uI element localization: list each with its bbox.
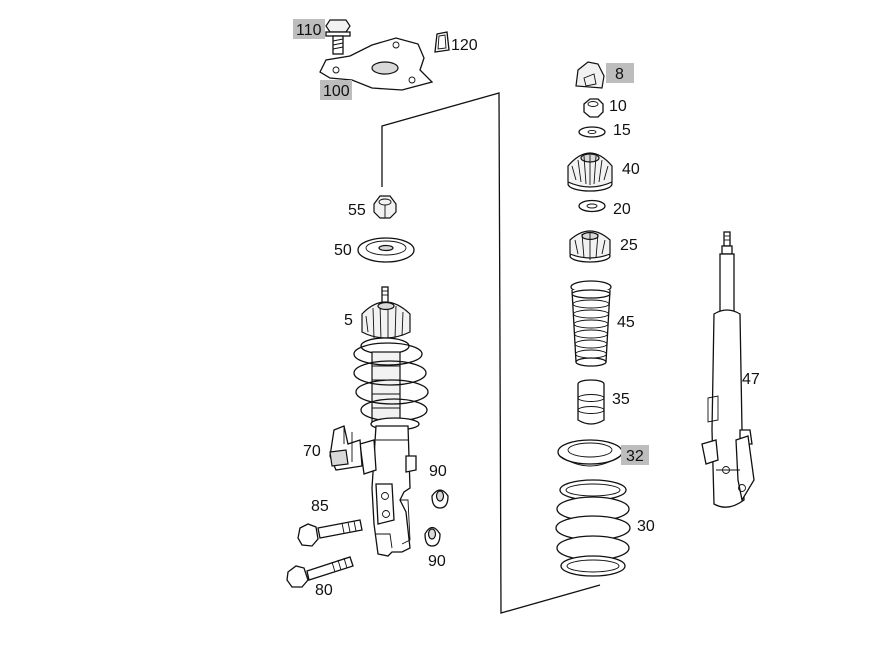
part-47-shock-absorber[interactable] (701, 231, 755, 508)
callout-32-highlight (621, 445, 649, 465)
callout-8-highlight (606, 63, 634, 83)
callout-120[interactable]: 120 (451, 37, 478, 54)
callout-55[interactable]: 55 (348, 202, 366, 219)
part-32-spring-pad[interactable] (557, 439, 623, 467)
callout-100-highlight (320, 80, 352, 100)
part-45-dust-boot[interactable] (570, 280, 612, 367)
part-40-strut-mount[interactable] (567, 152, 613, 192)
callout-110-highlight (293, 19, 325, 39)
part-100-mount-plate[interactable] (319, 37, 434, 91)
part-50-spring-seat[interactable] (357, 237, 415, 263)
callout-70[interactable]: 70 (303, 443, 321, 460)
callout-90-upper[interactable]: 90 (429, 463, 447, 480)
part-5-strut-assembly[interactable] (353, 286, 429, 557)
callout-45[interactable]: 45 (617, 314, 635, 331)
callout-80[interactable]: 80 (315, 582, 333, 599)
part-80-bolt[interactable] (286, 556, 354, 588)
part-110-bolt[interactable] (325, 19, 351, 55)
callout-50[interactable]: 50 (334, 242, 352, 259)
callout-90-lower[interactable]: 90 (428, 553, 446, 570)
callout-5[interactable]: 5 (344, 312, 353, 329)
callout-47[interactable]: 47 (742, 371, 760, 388)
callout-110[interactable]: 110 (296, 22, 322, 39)
part-10-nut[interactable] (583, 98, 604, 118)
part-30-coil-spring[interactable] (555, 479, 631, 577)
callout-20[interactable]: 20 (613, 201, 631, 218)
part-120-clip[interactable] (434, 31, 450, 53)
callout-25[interactable]: 25 (620, 237, 638, 254)
part-55-nut[interactable] (373, 195, 397, 219)
callout-15[interactable]: 15 (613, 122, 631, 139)
part-25-bearing[interactable] (569, 230, 611, 263)
callout-32[interactable]: 32 (626, 448, 644, 465)
part-90-bushing-lower[interactable] (424, 526, 441, 547)
callout-35[interactable]: 35 (612, 391, 630, 408)
callout-85[interactable]: 85 (311, 498, 329, 515)
part-20-washer[interactable] (578, 199, 606, 213)
part-90-bushing-upper[interactable] (431, 489, 449, 509)
part-15-washer[interactable] (578, 126, 606, 138)
part-70-bracket[interactable] (329, 425, 363, 471)
part-8-cap[interactable] (575, 61, 605, 89)
callout-30[interactable]: 30 (637, 518, 655, 535)
part-85-bolt[interactable] (297, 519, 363, 547)
part-35-bump-stop[interactable] (577, 379, 605, 425)
assembly-connector-line (381, 92, 601, 614)
callout-8[interactable]: 8 (615, 66, 624, 83)
callout-40[interactable]: 40 (622, 161, 640, 178)
callout-10[interactable]: 10 (609, 98, 627, 115)
callout-100[interactable]: 100 (323, 83, 350, 100)
